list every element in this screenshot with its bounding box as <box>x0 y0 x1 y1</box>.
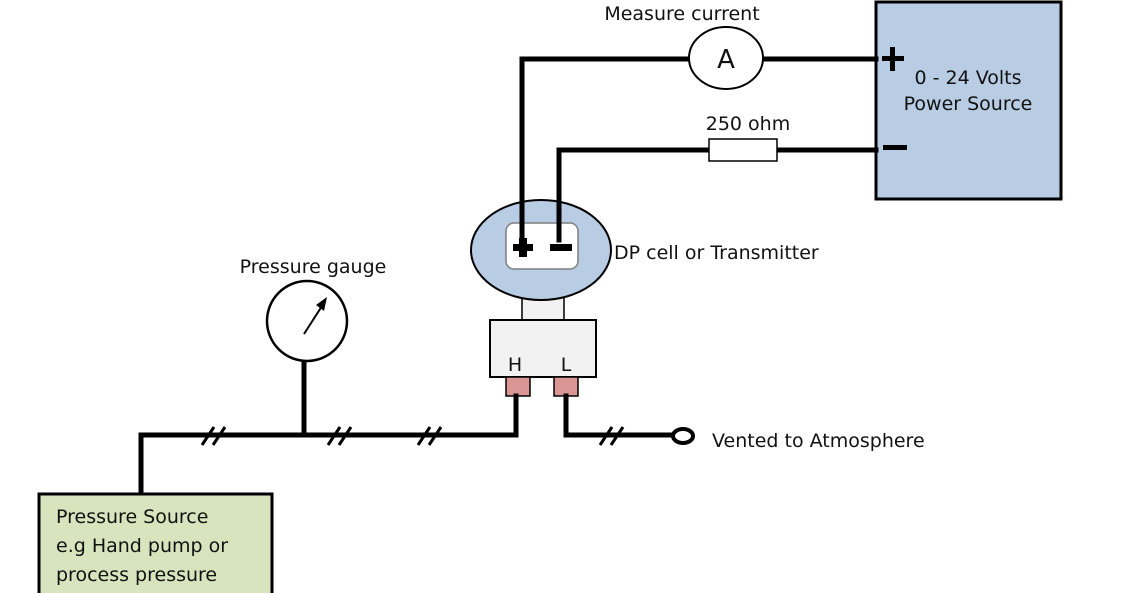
vent-port-icon <box>671 427 695 445</box>
ammeter-symbol: A <box>717 45 735 75</box>
vented-label: Vented to Atmosphere <box>712 430 925 452</box>
pressure-source-label-line1: Pressure Source <box>56 506 208 528</box>
power-minus-icon <box>883 145 907 150</box>
transmitter-neck <box>521 296 565 323</box>
transmitter-body <box>489 319 597 378</box>
power-source-label-line1: 0 - 24 Volts <box>914 67 1021 89</box>
resistor <box>708 138 778 162</box>
line-break-marker <box>598 426 625 446</box>
line-break-marker <box>416 426 443 446</box>
line-break-marker <box>200 426 227 446</box>
terminal-minus-icon <box>550 244 572 251</box>
port-low-label: L <box>561 354 572 376</box>
port-high <box>505 376 531 397</box>
power-plus-icon <box>882 47 904 71</box>
dp-cell-label: DP cell or Transmitter <box>614 242 819 264</box>
gauge-needle-icon <box>303 297 327 335</box>
port-high-label: H <box>508 354 522 376</box>
line-break-marker <box>326 426 353 446</box>
pressure-gauge-label: Pressure gauge <box>240 256 387 278</box>
high-pressure-line <box>138 393 519 497</box>
pressure-source-box <box>37 492 274 593</box>
power-source-box <box>874 0 1063 201</box>
power-source-label-line2: Power Source <box>904 93 1033 115</box>
pressure-gauge <box>265 279 349 363</box>
measure-current-label: Measure current <box>604 3 759 25</box>
ammeter <box>688 26 764 90</box>
port-low <box>553 376 579 397</box>
resistor-label: 250 ohm <box>706 113 790 135</box>
low-pressure-line <box>563 393 675 438</box>
pressure-source-label-line3: process pressure <box>56 564 217 586</box>
terminal-plus-icon <box>513 238 533 257</box>
pressure-source-label-line2: e.g Hand pump or <box>56 535 228 557</box>
